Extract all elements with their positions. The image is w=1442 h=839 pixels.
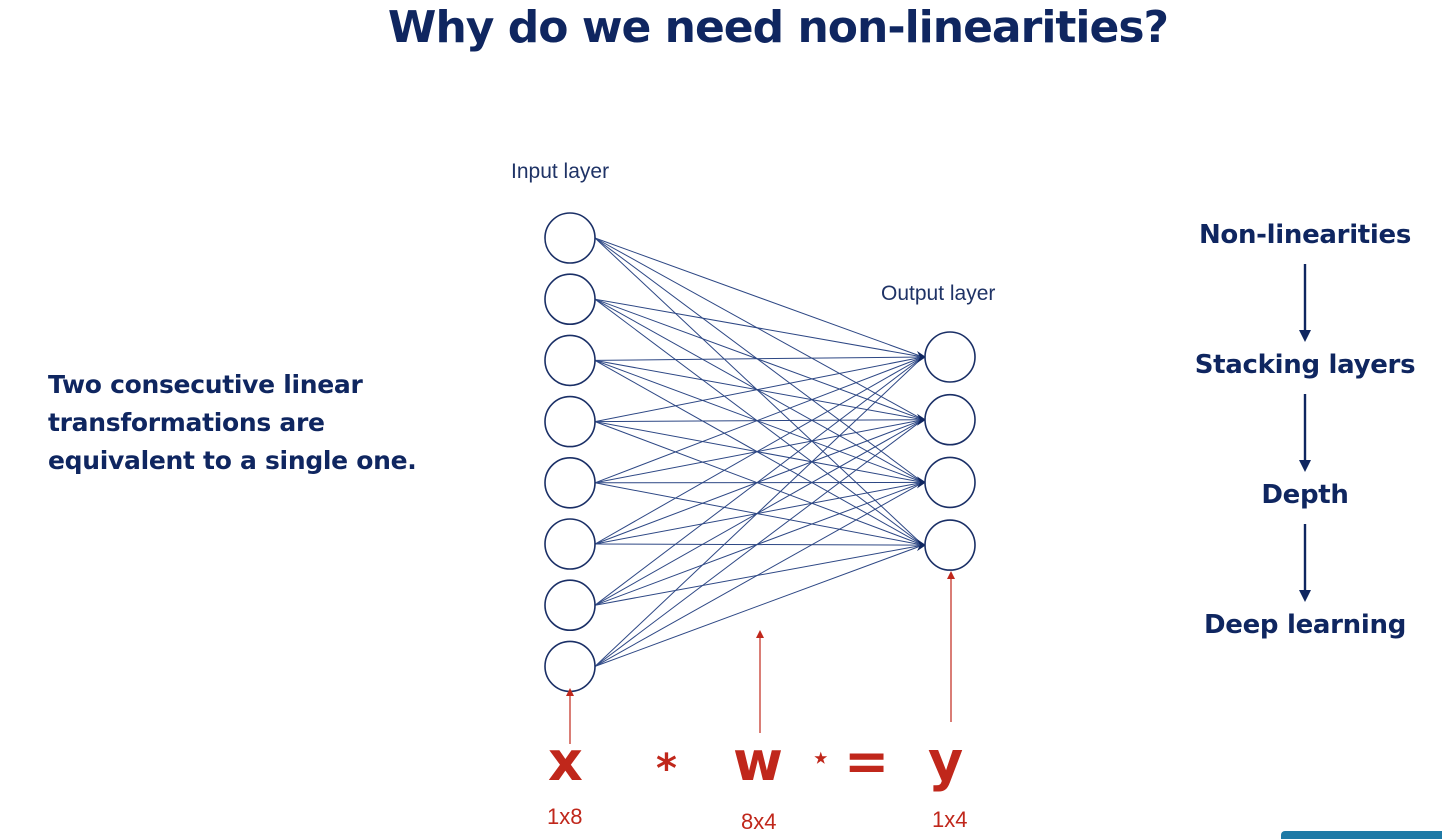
connection-line xyxy=(594,419,924,423)
equation-x: x xyxy=(548,730,583,793)
connection-line xyxy=(594,356,924,423)
connection-line xyxy=(594,298,924,358)
left-statement-line-1: Two consecutive linear xyxy=(48,370,363,399)
input-node xyxy=(544,640,596,693)
connection-line xyxy=(594,356,924,667)
connection-line xyxy=(594,544,924,606)
connection-line xyxy=(594,544,924,667)
connection-line xyxy=(594,543,924,546)
y-arrow-head xyxy=(947,571,955,579)
connection-line xyxy=(594,421,924,483)
output-node xyxy=(924,519,976,571)
nodes xyxy=(544,212,976,693)
connection-line xyxy=(594,419,924,545)
left-statement-line-2: transformations are xyxy=(48,408,325,437)
y-dimension: 1x4 xyxy=(932,807,968,832)
w-arrow-head xyxy=(756,630,764,638)
flow-item-stacking-layers: Stacking layers xyxy=(1194,350,1416,380)
connection-line xyxy=(594,237,924,483)
input-node xyxy=(544,273,596,326)
equation-star: ⋆ xyxy=(812,741,830,774)
connection-line xyxy=(594,359,924,421)
connection-line xyxy=(594,482,924,546)
connection-line xyxy=(594,359,924,483)
equation-arrows xyxy=(566,571,955,744)
output-node xyxy=(924,331,976,383)
connections xyxy=(594,237,924,667)
x-dimension: 1x8 xyxy=(547,804,583,829)
equation-equals: = xyxy=(844,730,890,793)
input-node xyxy=(544,395,596,448)
output-node xyxy=(924,393,976,446)
connection-line xyxy=(594,419,924,667)
flow-arrow-head xyxy=(1299,460,1311,472)
connection-line xyxy=(594,237,924,546)
connection-line xyxy=(594,356,924,484)
connection-line xyxy=(594,237,924,421)
input-node xyxy=(544,212,596,264)
input-layer-label: Input layer xyxy=(511,160,610,183)
output-node xyxy=(924,456,976,509)
flow-arrow-head xyxy=(1299,590,1311,602)
flow-item-depth: Depth xyxy=(1261,480,1349,510)
input-node xyxy=(544,334,596,387)
connection-line xyxy=(594,356,924,361)
arrowhead xyxy=(917,413,926,426)
connection-line xyxy=(594,237,924,358)
w-dimension: 8x4 xyxy=(741,809,777,834)
connection-line xyxy=(594,298,924,483)
arrowheads xyxy=(917,351,926,552)
connection-line xyxy=(594,481,924,545)
flow-item-non-linearities: Non-linearities xyxy=(1198,220,1412,250)
corner-tab xyxy=(1281,831,1442,839)
connection-line xyxy=(594,359,924,546)
equation-y: y xyxy=(928,730,964,793)
connection-line xyxy=(594,356,924,545)
arrowhead xyxy=(917,351,926,363)
left-statement: Two consecutive linear transformations a… xyxy=(48,366,468,480)
x-arrow-head xyxy=(566,688,574,696)
connection-line xyxy=(594,356,924,606)
left-statement-line-3: equivalent to a single one. xyxy=(48,446,417,475)
connection-line xyxy=(594,481,924,667)
arrowhead xyxy=(917,539,926,552)
arrowhead xyxy=(917,476,926,489)
equation-w: w xyxy=(733,730,783,793)
connection-line xyxy=(594,419,924,606)
input-node xyxy=(544,456,596,509)
flow-item-deep-learning: Deep learning xyxy=(1203,610,1407,640)
connection-line xyxy=(594,421,924,546)
connection-line xyxy=(594,298,924,421)
equation-times: * xyxy=(656,746,677,792)
connection-line xyxy=(594,481,924,606)
connection-line xyxy=(594,419,924,484)
flow-arrows xyxy=(1299,264,1311,602)
flow-arrow-head xyxy=(1299,330,1311,342)
input-node xyxy=(544,518,596,570)
connection-line xyxy=(594,298,924,546)
slide-title: Why do we need non-linearities? xyxy=(387,2,1169,53)
input-node xyxy=(544,579,596,632)
output-layer-label: Output layer xyxy=(881,282,996,305)
